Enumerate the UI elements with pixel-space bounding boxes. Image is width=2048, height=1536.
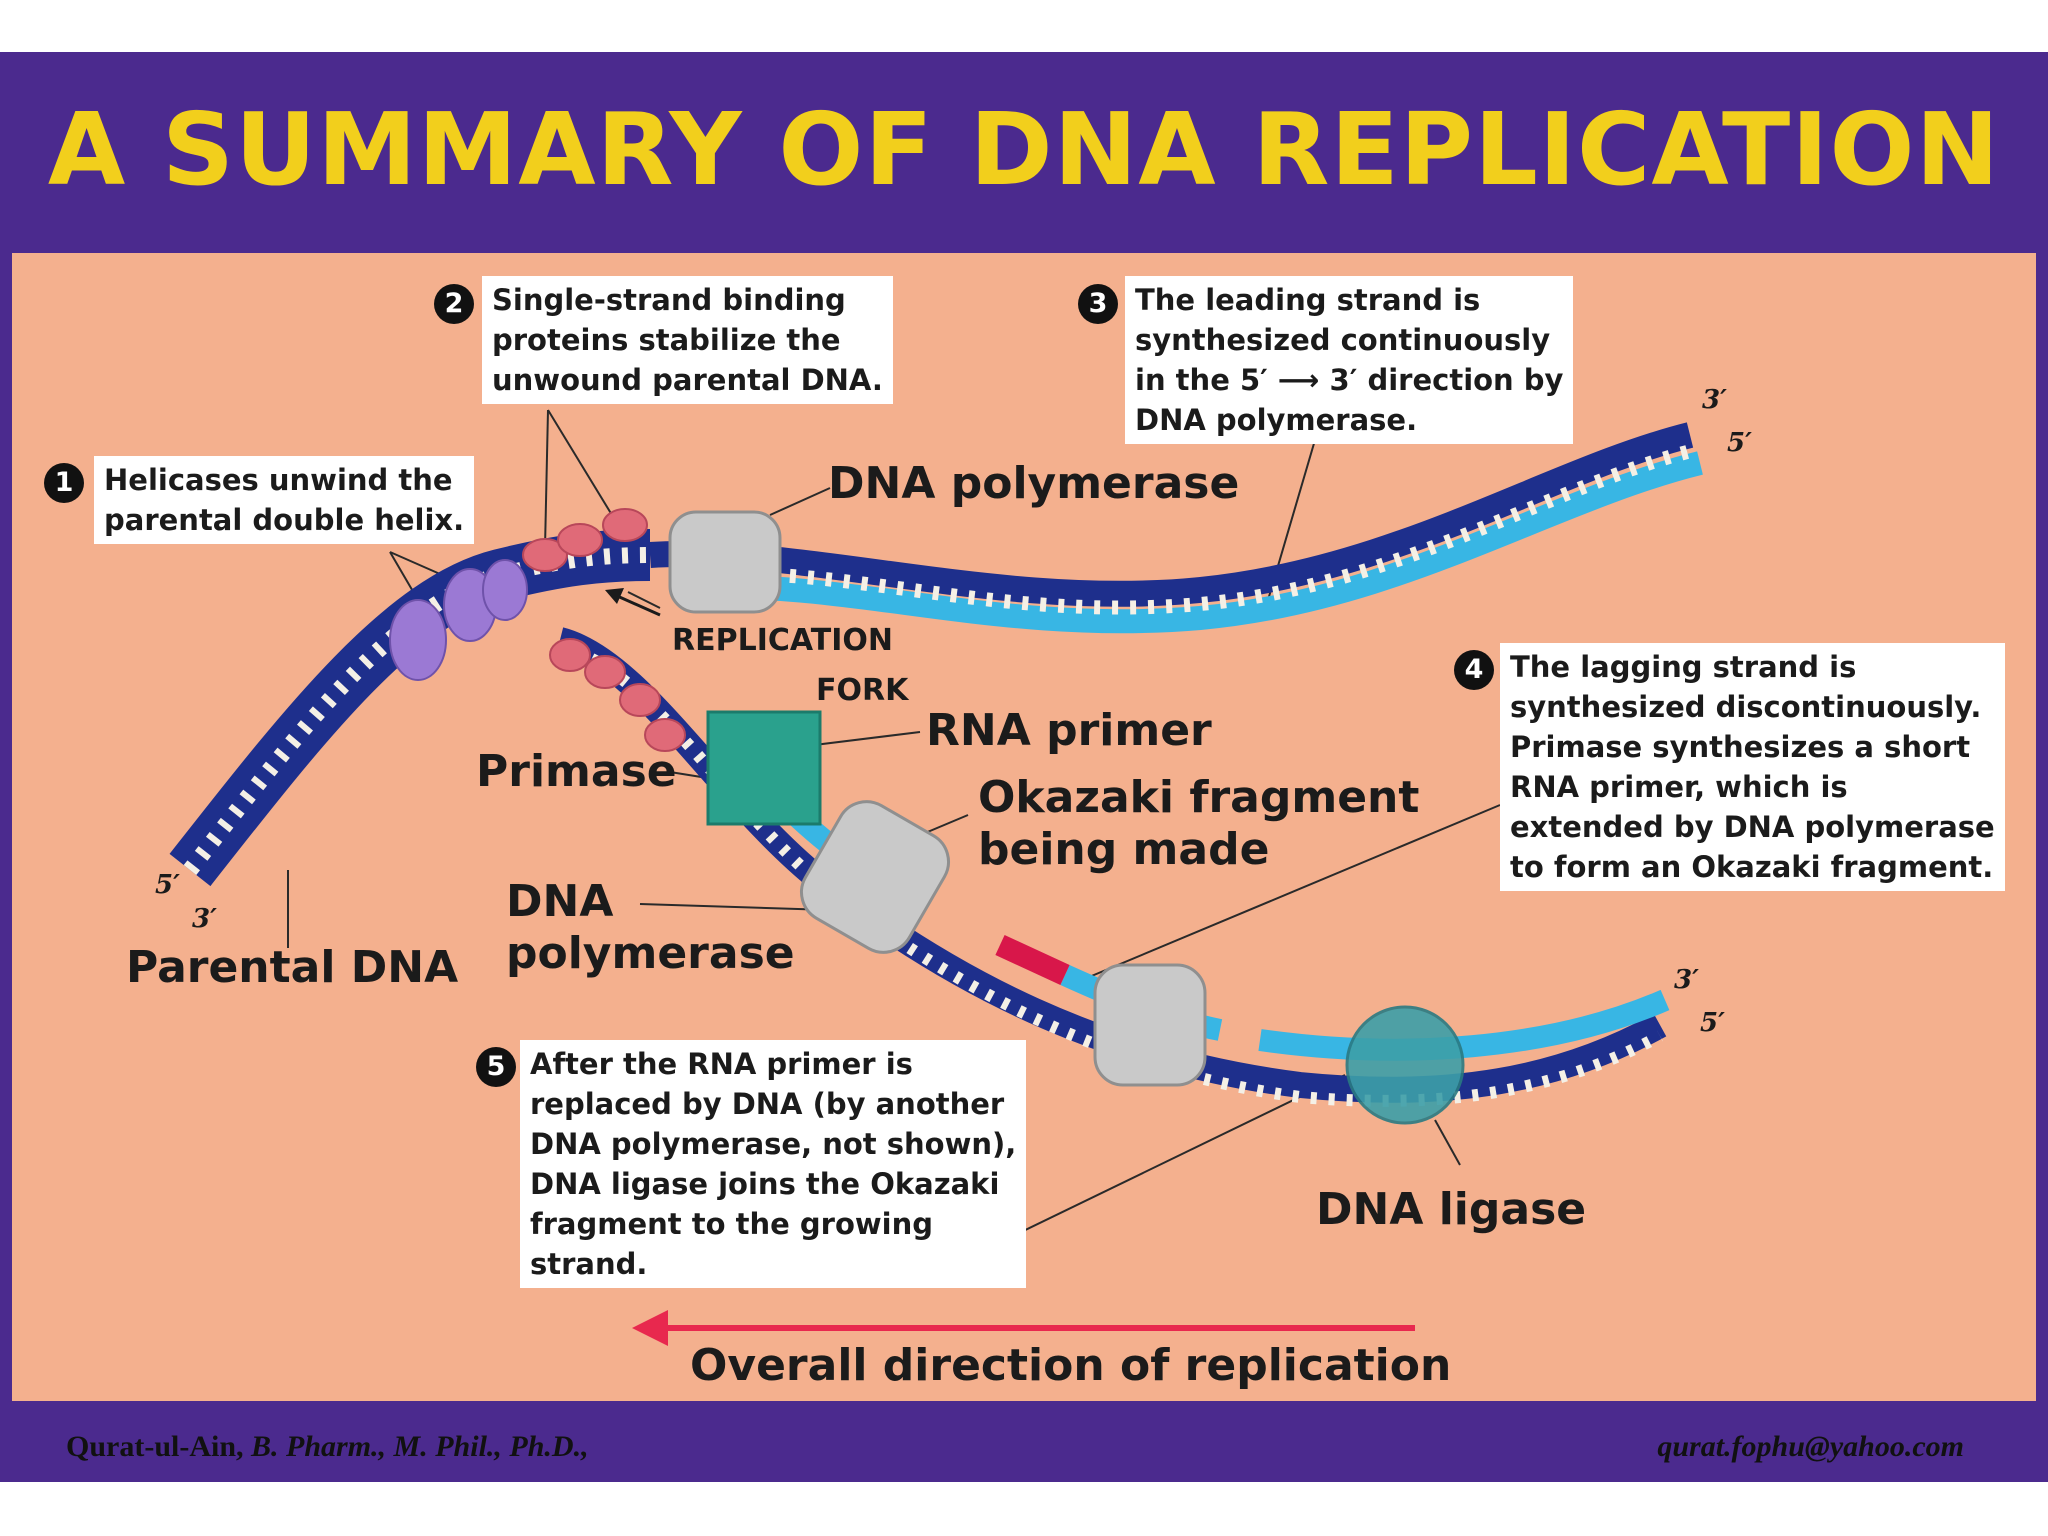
leading-new-strand xyxy=(699,451,1703,634)
okazaki-fragment-joined xyxy=(1258,989,1670,1061)
bottom-five-prime: 5′ xyxy=(1700,1008,1725,1038)
footer-author: Qurat-ul-Ain, B. Pharm., M. Phil., Ph.D.… xyxy=(66,1430,589,1464)
step-4-number: 4 xyxy=(1454,650,1494,690)
top-five-prime: 5′ xyxy=(1727,428,1752,458)
label-parental-dna: Parental DNA xyxy=(126,942,459,993)
left-five-prime: 5′ xyxy=(155,870,180,900)
page-title: A SUMMARY OF DNA REPLICATION xyxy=(47,91,2001,208)
step-3-number: 3 xyxy=(1078,284,1118,324)
dna-polymerase-leading xyxy=(668,510,782,614)
primase xyxy=(706,710,822,826)
step-1-text: Helicases unwind the parental double hel… xyxy=(94,456,475,544)
replication-fork-arrow xyxy=(614,593,661,617)
top-three-prime: 3′ xyxy=(1702,385,1727,415)
step-3-text: The leading strand is synthesized contin… xyxy=(1125,276,1574,444)
leading-strand-rungs xyxy=(699,443,1697,615)
dna-polymerase-lagging xyxy=(800,800,950,954)
footer-degrees: B. Pharm., M. Phil., Ph.D., xyxy=(251,1430,589,1463)
replication-fork-arrowhead xyxy=(605,588,624,604)
step-5-number: 5 xyxy=(476,1047,516,1087)
step-2-text: Single-strand binding proteins stabilize… xyxy=(482,276,893,404)
label-rna-primer: RNA primer xyxy=(926,705,1212,756)
lagging-template-strand xyxy=(556,627,1667,1103)
lagging-strand-rungs xyxy=(573,646,1663,1107)
leading-template-strand xyxy=(649,422,1694,607)
single-strand-binding-proteins xyxy=(522,508,686,752)
step-4-text: The lagging strand is synthesized discon… xyxy=(1500,643,2005,891)
dna-polymerase-lagging-2 xyxy=(1093,963,1207,1087)
step-1-number: 1 xyxy=(44,463,84,503)
bottom-three-prime: 3′ xyxy=(1674,965,1699,995)
step-5-text: After the RNA primer is replaced by DNA … xyxy=(520,1040,1027,1288)
label-dna-polymerase-bottom: DNA polymerase xyxy=(506,876,795,979)
dna-ligase xyxy=(1345,1005,1465,1125)
label-okazaki-fragment: Okazaki fragment being made xyxy=(978,772,1420,875)
label-primase: Primase xyxy=(476,746,677,797)
label-fork: FORK xyxy=(816,673,909,708)
helicase xyxy=(389,559,528,681)
rna-primer-middle xyxy=(995,935,1070,985)
label-replication: REPLICATION xyxy=(672,623,894,658)
step-2-number: 2 xyxy=(434,284,474,324)
label-dna-ligase: DNA ligase xyxy=(1316,1184,1587,1235)
label-dna-polymerase-top: DNA polymerase xyxy=(828,458,1240,509)
left-three-prime: 3′ xyxy=(192,904,217,934)
label-overall-direction: Overall direction of replication xyxy=(690,1340,1452,1391)
footer-author-name: Qurat-ul-Ain, xyxy=(66,1430,244,1463)
footer-email: qurat.fophu@yahoo.com xyxy=(1657,1430,1964,1463)
